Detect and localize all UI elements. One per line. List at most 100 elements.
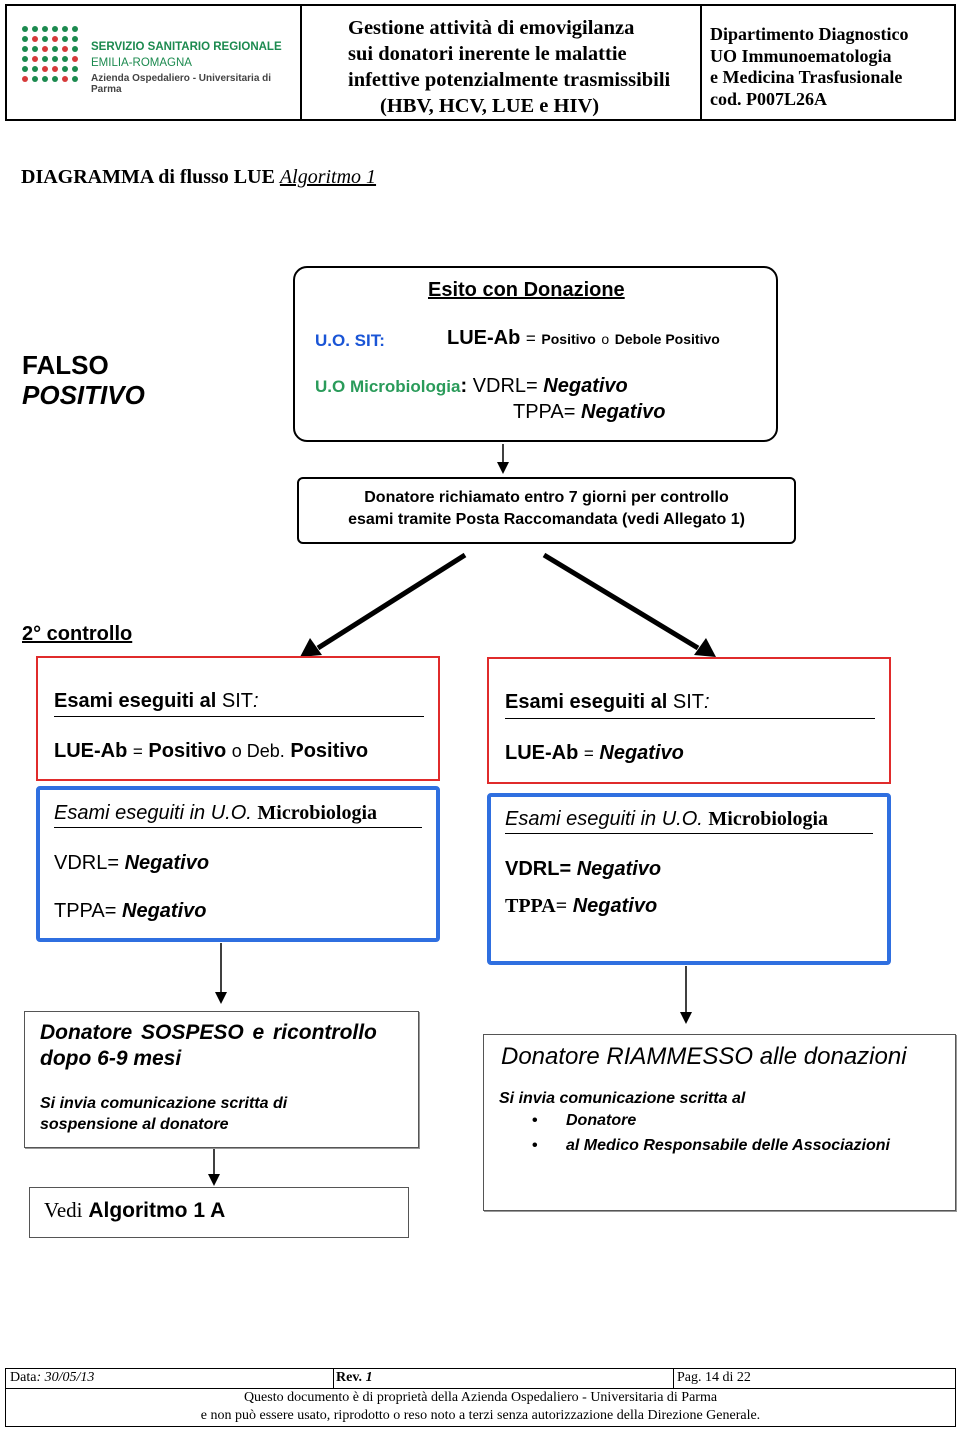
esito-eq: =: [525, 329, 536, 348]
right-sit-neg: Negativo: [599, 742, 684, 764]
esito-micro-label: U.O Microbiologia: [315, 377, 461, 396]
esito-tppa: TPPA=: [513, 401, 576, 423]
left-micro-vdrl-row: VDRL= Negativo: [54, 852, 209, 875]
footer-line-2: e non può essere usato, riprodotto o res…: [200, 1408, 761, 1423]
footer-rev-label: Rev.: [336, 1370, 363, 1385]
header-title-line-1: Gestione attività di emovigilanza: [348, 17, 635, 39]
arrow-head-4: [215, 992, 227, 1004]
left-micro-divider: [54, 827, 422, 828]
left-sit-title-bold: Esami eseguiti al: [54, 690, 217, 712]
left-micro-box: Esami eseguiti in U.O. Microbiologia VDR…: [36, 786, 440, 942]
footer-date-label: Data: [10, 1370, 37, 1385]
recall-box: Donatore richiamato entro 7 giorni per c…: [297, 477, 796, 544]
header-title-cell: Gestione attività di emovigilanza sui do…: [302, 6, 702, 119]
esito-box: Esito con Donazione U.O. SIT: LUE-Ab = P…: [293, 266, 778, 442]
footer-page: Pag. 14 di 22: [677, 1370, 751, 1385]
document-footer: Data: 30/05/13 Rev. 1 Pag. 14 di 22 Ques…: [5, 1368, 956, 1427]
right-sit-title-sit: SIT: [672, 691, 704, 713]
footer-sep-2: [673, 1369, 674, 1388]
esito-micro-row: U.O Microbiologia: VDRL= Negativo: [315, 375, 628, 398]
header-title-line-2: sui donatori inerente le malattie: [348, 43, 627, 65]
arrow-head-2: [300, 638, 322, 657]
logo-line-3: Azienda Ospedaliero - Universitaria di P…: [91, 73, 272, 95]
esito-title: Esito con Donazione: [428, 279, 625, 301]
footer-line-1: Questo documento è di proprietà della Az…: [243, 1390, 718, 1405]
arrow-recall-to-left: [316, 552, 467, 651]
right-micro-title-italic: Esami eseguiti in U.O.: [505, 808, 703, 830]
left-micro-title-bold: Microbiologia: [257, 802, 378, 824]
left-sit-eq: =: [132, 742, 143, 761]
suspended-line-3: Si invia comunicazione scritta di: [40, 1095, 288, 1112]
dept-line-1: Dipartimento Diagnostico: [710, 24, 909, 44]
right-sit-title: Esami eseguiti al SIT:: [505, 691, 710, 714]
right-micro-vdrl-row: VDRL= Negativo: [505, 858, 661, 881]
footer-sep-1: [333, 1369, 334, 1388]
esito-positivo: Positivo: [541, 331, 596, 347]
left-micro-tppa-row: TPPA= Negativo: [54, 900, 206, 923]
left-micro-tppa-value: Negativo: [122, 900, 207, 922]
right-micro-title-bold: Microbiologia: [708, 808, 829, 830]
esito-debole: Debole Positivo: [614, 331, 720, 347]
readmitted-line-1: Si invia comunicazione scritta al: [499, 1090, 746, 1107]
esito-vdrl-value: Negativo: [543, 375, 628, 397]
esito-vdrl: VDRL=: [472, 375, 538, 397]
footer-date-value: : 30/05/13: [36, 1370, 95, 1385]
left-sit-box: Esami eseguiti al SIT: LUE-Ab = Positivo…: [36, 656, 440, 781]
right-micro-vdrl: VDRL=: [505, 858, 572, 880]
false-positive-label: FALSO POSITIVO: [22, 350, 145, 410]
logo-dots-icon: [22, 26, 78, 82]
esito-tppa-value: Negativo: [581, 401, 666, 423]
header-title-line-3: infettive potenzialmente trasmissibili: [348, 69, 671, 91]
left-micro-tppa: TPPA=: [54, 900, 117, 922]
see-algorithm-box: Vedi Algoritmo 1 A: [29, 1187, 409, 1238]
left-sit-title-sit: SIT: [221, 690, 253, 712]
left-micro-vdrl-value: Negativo: [124, 852, 210, 874]
arrow-head-5: [680, 1012, 692, 1024]
esito-tppa-row: TPPA= Negativo: [513, 401, 665, 424]
suspended-line-2: dopo 6-9 mesi: [40, 1047, 182, 1070]
document-header: SERVIZIO SANITARIO REGIONALE EMILIA-ROMA…: [5, 4, 956, 121]
right-sit-title-colon: :: [703, 691, 710, 713]
page-title: DIAGRAMMA di flusso LUE Algoritmo 1: [21, 166, 376, 189]
left-sit-pos: Positivo: [148, 740, 227, 762]
arrow-head-6: [208, 1174, 220, 1186]
readmitted-bullet-2: al Medico Responsabile delle Associazion…: [566, 1137, 890, 1154]
esito-sit-label: U.O. SIT:: [315, 331, 385, 350]
false-positive-line-1: FALSO: [22, 350, 109, 380]
esito-o: o: [601, 331, 610, 347]
right-sit-title-bold: Esami eseguiti al: [505, 691, 668, 713]
footer-top-row: [6, 1369, 955, 1389]
right-micro-tppa-row: TPPA= Negativo: [505, 895, 657, 918]
left-micro-title: Esami eseguiti in U.O. Microbiologia: [54, 802, 377, 825]
esito-micro-colon: :: [460, 375, 468, 397]
right-sit-lue: LUE-Ab: [505, 742, 579, 764]
header-department: Dipartimento Diagnostico UO Immunoematol…: [710, 24, 908, 110]
right-sit-lue-row: LUE-Ab = Negativo: [505, 742, 684, 765]
readmitted-bullet-2-dot: •: [532, 1137, 538, 1154]
header-title-line-4: (HBV, HCV, LUE e HIV): [380, 95, 600, 117]
arrow-head-3: [694, 638, 716, 657]
dept-line-3: e Medicina Trasfusionale: [710, 67, 903, 87]
see-vedi: Vedi: [44, 1198, 83, 1222]
right-micro-vdrl-value: Negativo: [576, 858, 662, 880]
right-sit-eq: =: [583, 744, 594, 763]
right-micro-divider: [505, 833, 873, 834]
footer-rev: Rev. 1: [336, 1370, 373, 1386]
see-algorithm-link[interactable]: Algoritmo 1 A: [88, 1199, 226, 1222]
second-control-label: 2° controllo: [22, 623, 133, 645]
footer-rev-value: 1: [365, 1370, 373, 1385]
left-micro-vdrl: VDRL=: [54, 852, 120, 874]
esito-lue-label: LUE-Ab: [447, 327, 521, 349]
see-algorithm-text: Vedi Algoritmo 1 A: [44, 1198, 225, 1223]
left-sit-lue-row: LUE-Ab = Positivo o Deb. Positivo: [54, 740, 368, 763]
right-sit-divider: [505, 718, 875, 719]
logo-line-1: SERVIZIO SANITARIO REGIONALE: [91, 41, 282, 53]
page-title-algorithm: Algoritmo 1: [279, 166, 377, 188]
readmitted-title: Donatore RIAMMESSO alle donazioni: [501, 1043, 907, 1070]
suspended-box: Donatore SOSPESO e ricontrollo dopo 6-9 …: [24, 1011, 419, 1148]
arrow-recall-to-right: [542, 552, 700, 651]
recall-line-1: Donatore richiamato entro 7 giorni per c…: [364, 489, 729, 506]
suspended-line-4: sospensione al donatore: [40, 1116, 229, 1133]
logo-line-2: EMILIA-ROMAGNA: [91, 57, 192, 69]
